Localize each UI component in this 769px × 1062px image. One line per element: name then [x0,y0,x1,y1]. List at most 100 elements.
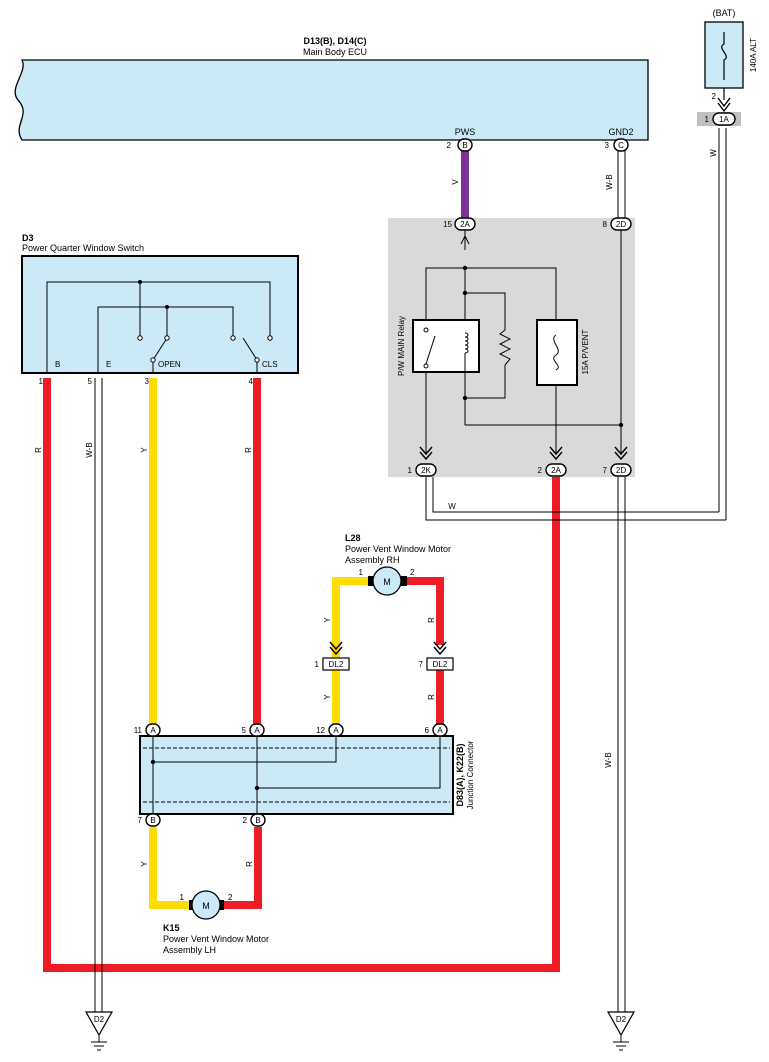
wire-label-y-rh2: Y [323,694,332,700]
svg-text:7: 7 [138,816,143,825]
svg-text:7: 7 [419,660,424,669]
svg-text:B: B [150,816,155,825]
wire-label-r-lh: R [245,861,254,867]
svg-text:2K: 2K [421,466,431,475]
lh-motor-wires [149,827,262,909]
svg-text:2: 2 [447,141,452,150]
ecu-pin-pws: B 2 [447,138,473,152]
svg-text:C: C [618,141,624,150]
svg-text:12: 12 [316,726,325,735]
svg-text:11: 11 [134,726,143,735]
junction-connector: D83(A), K22(B) Junction Connector A 11 A… [134,723,475,827]
svg-text:3: 3 [145,377,150,386]
motor-rh-code: L28 [345,533,361,543]
svg-text:5: 5 [88,377,93,386]
svg-text:15: 15 [443,220,452,229]
ground-right: D2 [606,1011,636,1051]
svg-text:2: 2 [228,893,233,902]
wb-ground-wire-right [617,151,626,1012]
wire-label-y-lh: Y [140,861,149,867]
svg-text:5: 5 [242,726,247,735]
svg-text:B: B [462,141,467,150]
svg-text:1: 1 [705,115,710,124]
wire-label-y-1: Y [140,447,149,453]
ground-left: D2 [84,1011,114,1051]
rh-motor-wires [332,577,444,725]
wire-label-r-1: R [34,447,43,453]
svg-text:2: 2 [538,466,543,475]
svg-text:6: 6 [425,726,430,735]
wire-label-w-right: W [709,149,718,157]
ecu-terminal-pws: PWS [455,127,476,137]
ecu-terminal-gnd2: GND2 [608,127,633,137]
svg-text:7: 7 [603,466,608,475]
main-body-ecu: D13(B), D14(C) Main Body ECU PWS GND2 [14,36,649,141]
switch-code: D3 [22,233,34,243]
svg-text:1: 1 [315,660,320,669]
motor-lh: M 1 2 K15 Power Vent Window Motor Assemb… [163,890,269,955]
motor-lh-symbol: M [202,901,210,911]
switch-terminal-e: E [106,360,111,369]
svg-text:Assembly LH: Assembly LH [163,945,216,955]
svg-text:Assembly RH: Assembly RH [345,555,400,565]
svg-text:D2: D2 [616,1015,627,1024]
svg-text:4: 4 [249,377,254,386]
svg-text:2: 2 [410,568,415,577]
svg-text:DL2: DL2 [329,660,344,669]
red-power-wire [43,378,560,972]
ecu-pin-gnd2: C 3 [605,138,629,152]
motor-rh: L28 Power Vent Window Motor Assembly RH … [315,533,454,671]
svg-text:1: 1 [180,893,185,902]
motor-lh-code: K15 [163,923,180,933]
svg-text:A: A [437,726,443,735]
w-bat-wire [425,128,727,521]
window-switch: D3 Power Quarter Window Switch B E OPEN … [21,233,299,386]
wire-label-r-2: R [244,447,253,453]
svg-text:2A: 2A [551,466,561,475]
switch-terminal-b: B [55,360,60,369]
svg-text:DL2: DL2 [433,660,448,669]
wire-label-wb-right: W-B [604,752,613,767]
wire-label-v: V [451,179,460,185]
svg-text:8: 8 [603,220,608,229]
switch-terminal-open: OPEN [158,360,181,369]
wire-label-r-rh2: R [427,694,436,700]
svg-text:1: 1 [359,568,364,577]
wire-label-w-bottom: W [448,502,456,511]
svg-text:3: 3 [605,141,610,150]
bat-label: (BAT) [713,8,736,18]
relay-label: P/W MAIN Relay [397,316,406,376]
wire-label-r-rh1: R [427,617,436,623]
svg-text:Power Vent Window Motor: Power Vent Window Motor [345,544,451,554]
svg-text:1: 1 [39,377,44,386]
svg-text:2D: 2D [616,466,626,475]
svg-text:2D: 2D [616,220,626,229]
wire-label-wb-left: W-B [85,442,94,457]
svg-text:D2: D2 [94,1015,105,1024]
svg-text:A: A [254,726,260,735]
ecu-code: D13(B), D14(C) [303,36,366,46]
bat-fuse-label: 140A ALT [749,38,758,72]
wire-label-y-rh1: Y [323,617,332,623]
junction-code: D83(A), K22(B) [455,743,465,806]
ecu-name: Main Body ECU [303,47,367,57]
switch-terminal-cls: CLS [262,360,278,369]
bat-fuse: (BAT) 140A ALT 2 1A 1 [697,8,758,126]
svg-text:B: B [255,816,260,825]
fuse-label: 15A P/VENT [581,329,590,374]
svg-text:2: 2 [712,92,717,101]
relay-block: 2A 15 2D 8 P/ [388,217,635,477]
svg-text:A: A [150,726,156,735]
svg-text:2A: 2A [460,220,470,229]
switch-name: Power Quarter Window Switch [22,243,144,253]
junction-name: Junction Connector [466,740,475,809]
svg-text:1: 1 [408,466,413,475]
svg-text:A: A [333,726,339,735]
svg-text:2: 2 [243,816,248,825]
svg-text:1A: 1A [719,115,729,124]
wb-ground-wire-left [94,378,103,1012]
wire-label-wb-top: W-B [605,174,614,189]
motor-rh-symbol: M [383,577,391,587]
svg-text:Power Vent Window Motor: Power Vent Window Motor [163,934,269,944]
